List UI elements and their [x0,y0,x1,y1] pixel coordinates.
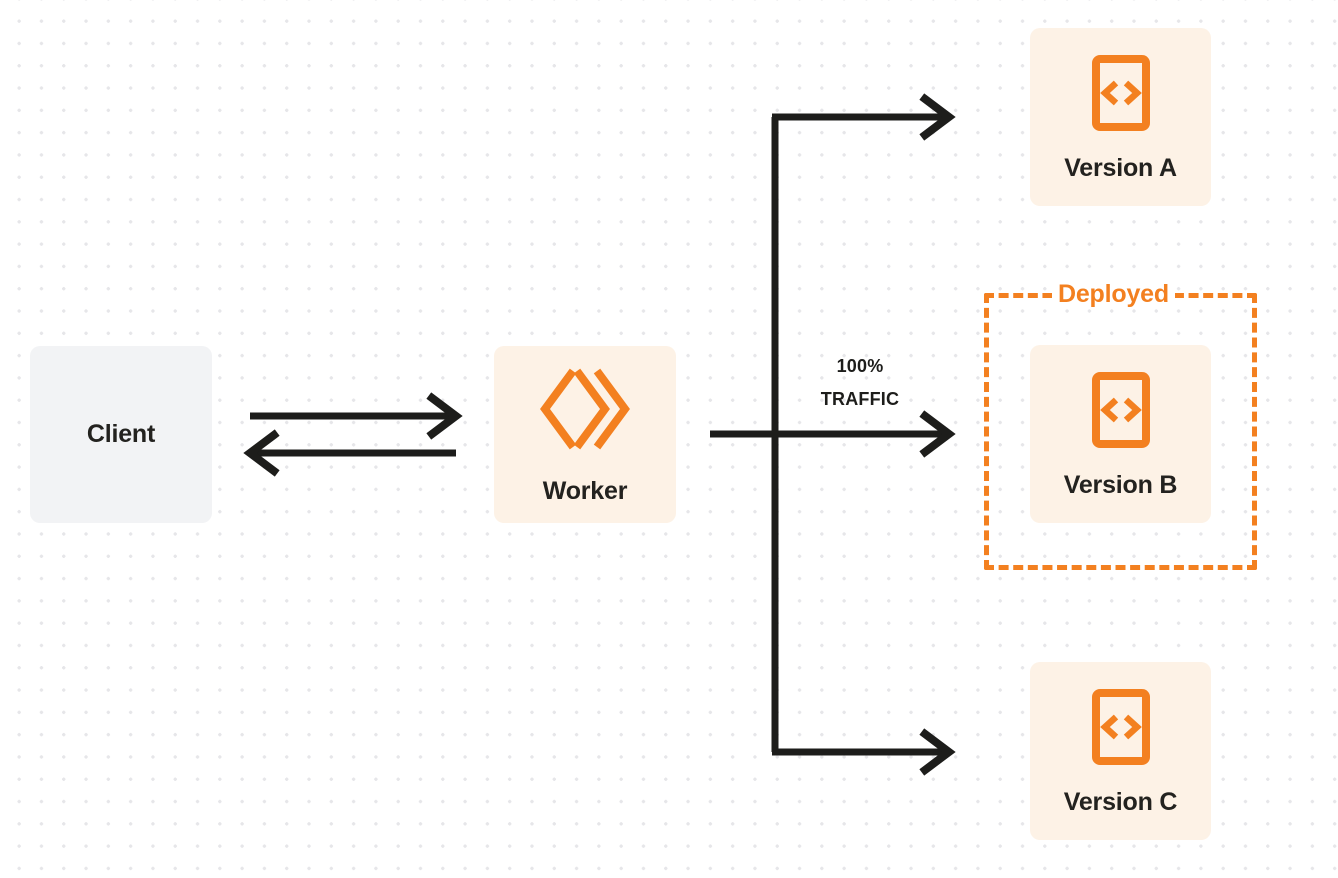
node-version-b-label: Version B [1063,470,1178,499]
node-version-a-label: Version A [1064,153,1177,182]
cloudflare-workers-logo-icon [539,365,631,453]
node-version-c-label: Version C [1063,787,1178,816]
node-worker-label: Worker [542,477,628,505]
connector-worker-to-client [243,429,456,477]
connector-worker-to-version-c [772,728,956,776]
code-document-icon [1091,371,1151,449]
connector-worker-to-version-a [772,93,956,141]
traffic-label: 100% TRAFFIC [788,350,932,416]
node-client[interactable]: Client [30,346,212,523]
deployed-group-label: Deployed [1052,282,1175,307]
code-document-icon [1091,54,1151,132]
node-version-a[interactable]: Version A [1030,28,1211,206]
traffic-word: TRAFFIC [820,389,900,409]
node-version-b[interactable]: Version B [1030,345,1211,523]
traffic-percent: 100% [836,356,884,376]
connector-client-to-worker [250,392,463,440]
node-worker[interactable]: Worker [494,346,676,523]
node-client-label: Client [86,420,156,448]
connector-worker-to-version-b [710,410,956,458]
code-document-icon [1091,688,1151,766]
node-version-c[interactable]: Version C [1030,662,1211,840]
